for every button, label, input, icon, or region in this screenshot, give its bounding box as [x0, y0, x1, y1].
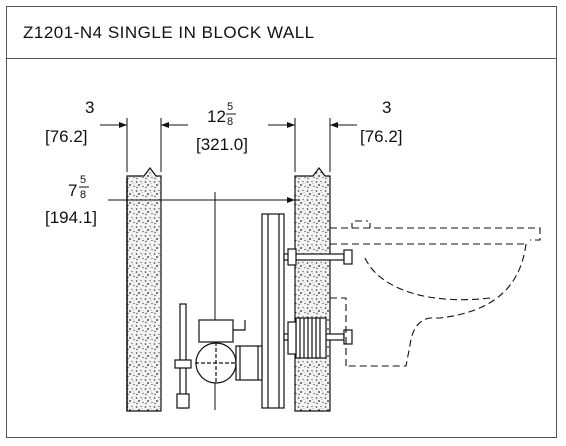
dim-height-metric: [194.1]	[45, 208, 97, 227]
dim-right-wall: 3 [76.2]	[360, 98, 403, 146]
support-rod	[174, 303, 192, 409]
dim-cavity: 12 5 8 [321.0]	[196, 101, 248, 154]
carrier-upright	[261, 213, 285, 409]
wall-hung-fixture	[330, 220, 541, 367]
right-block-wall	[294, 167, 331, 412]
lower-mounting-bolt	[283, 317, 353, 359]
dim-cavity-metric: [321.0]	[196, 135, 248, 154]
dim-height: 7 5 8 [194.1]	[45, 174, 97, 227]
height-dimension-line	[200, 197, 295, 203]
dim-cavity-numerator: 5	[227, 101, 233, 113]
title-bar: Z1201-N4 SINGLE IN BLOCK WALL	[7, 7, 556, 59]
right-wall-dimension-line	[268, 122, 357, 128]
dim-right-wall-metric: [76.2]	[360, 127, 403, 146]
dim-left-wall-inches: 3	[85, 98, 94, 117]
dim-height-denominator: 8	[80, 189, 86, 201]
upper-mounting-bolt	[283, 248, 353, 266]
dim-height-inches: 7	[68, 181, 77, 200]
dim-left-wall-metric: [76.2]	[45, 127, 88, 146]
dim-left-wall: 3 [76.2]	[45, 98, 94, 146]
pipe-fitting	[195, 319, 263, 384]
left-block-wall	[126, 167, 162, 412]
dim-right-wall-inches: 3	[382, 98, 391, 117]
left-wall-dimension-line	[100, 122, 188, 128]
dim-cavity-denominator: 8	[227, 116, 233, 128]
dim-cavity-inches: 12	[207, 107, 226, 126]
drawing-title: Z1201-N4 SINGLE IN BLOCK WALL	[23, 23, 315, 42]
dim-height-numerator: 5	[80, 174, 86, 186]
